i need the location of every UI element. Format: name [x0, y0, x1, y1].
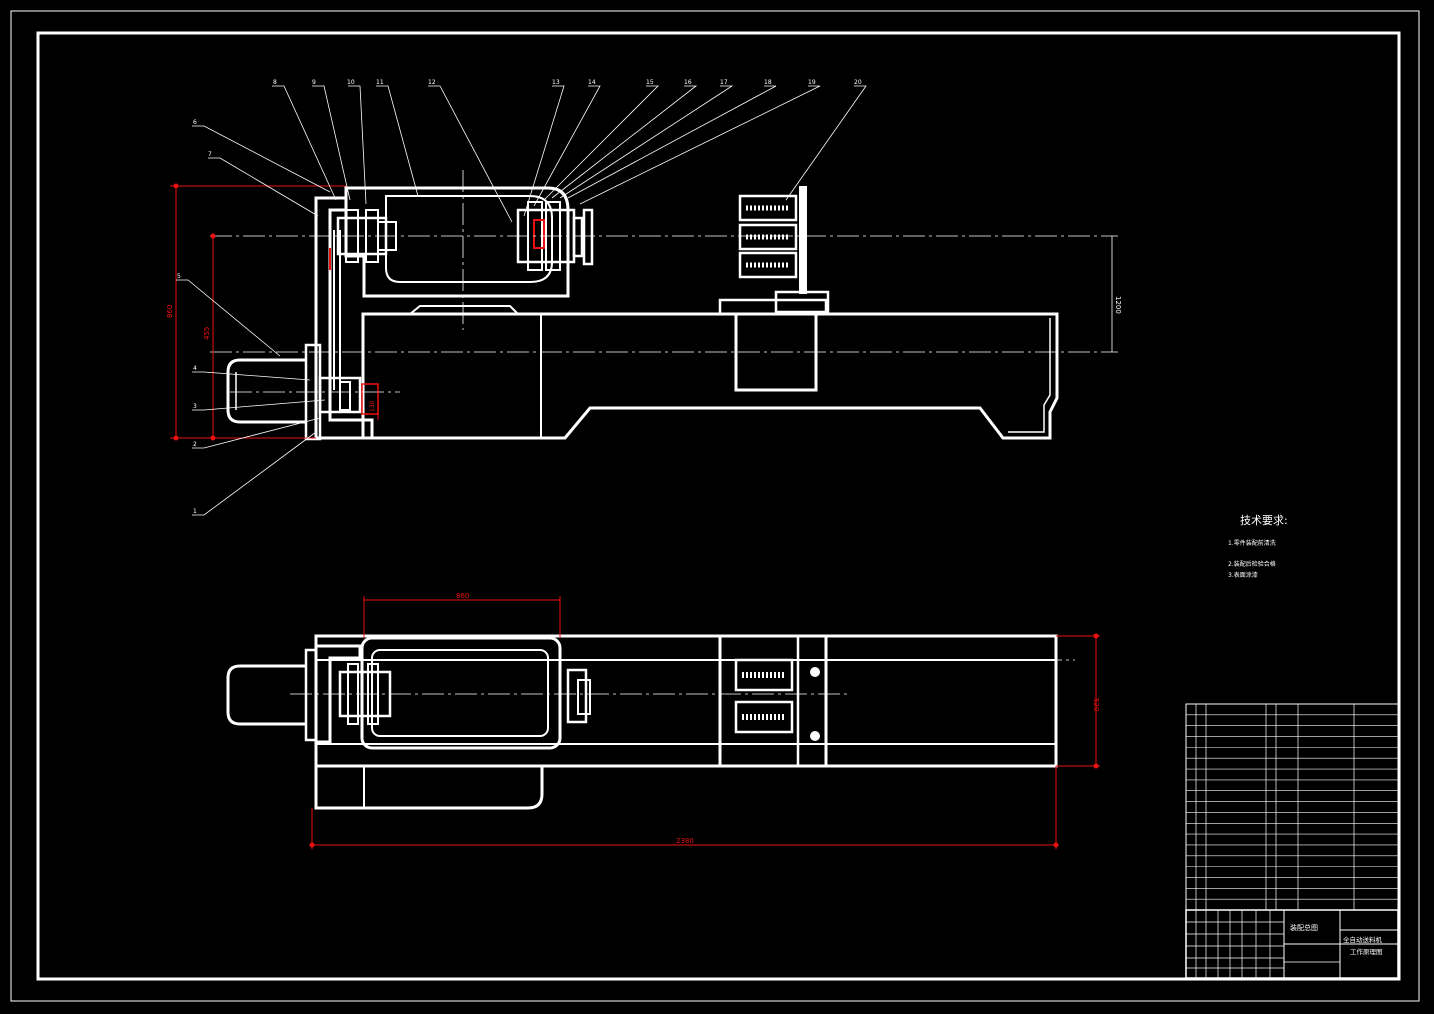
svg-text:860: 860: [456, 592, 469, 600]
svg-text:860: 860: [166, 305, 174, 318]
svg-text:8: 8: [273, 79, 277, 86]
title-block: 装配总图 全自动送料机 工作原理图: [1185, 909, 1399, 979]
svg-text:20: 20: [854, 79, 862, 86]
svg-text:2: 2: [193, 441, 197, 448]
svg-text:14: 14: [588, 79, 596, 86]
outer-border: [10, 10, 1420, 1002]
svg-text:19: 19: [808, 79, 816, 86]
svg-text:12: 12: [428, 79, 436, 86]
front-view: 1200 860 455 130: [166, 79, 1122, 516]
inner-frame: [36, 31, 1401, 981]
machine-bed: [361, 312, 1059, 440]
svg-text:520: 520: [1092, 698, 1100, 711]
top-dimensions: 860 2380 520: [309, 592, 1100, 849]
front-dimensions: 860 455 130: [166, 183, 379, 441]
gearbox-top: [360, 636, 562, 750]
svg-text:6: 6: [193, 119, 197, 126]
svg-text:2380: 2380: [676, 837, 694, 845]
carriage-top: [718, 634, 828, 768]
svg-text:130: 130: [369, 400, 376, 412]
tech-req-line-2: 2.装配后检验合格: [1228, 560, 1276, 568]
svg-text:5: 5: [177, 273, 181, 280]
parts-list: [1185, 703, 1399, 911]
svg-text:9: 9: [312, 79, 316, 86]
technical-requirements: 技术要求: 1.零件装配前清洗 2.装配后检验合格 3.表面涂漆: [1228, 514, 1288, 579]
svg-text:10: 10: [347, 79, 355, 86]
belt-housing: [314, 196, 374, 440]
svg-text:7: 7: [208, 151, 212, 158]
tech-req-title: 技术要求:: [1240, 514, 1288, 527]
svg-text:17: 17: [720, 79, 728, 86]
motor-top: [226, 664, 306, 726]
tech-req-line-1: 1.零件装配前清洗: [1228, 539, 1276, 547]
svg-text:18: 18: [764, 79, 772, 86]
svg-text:4: 4: [193, 365, 197, 372]
balloon-numbers: 1 2 3 4 5 6 7 8 9 10 11 12 13 14 15 16 1…: [177, 79, 862, 515]
svg-text:455: 455: [203, 327, 211, 340]
cutter-stack: [738, 194, 798, 279]
top-view: 860 2380 520: [226, 592, 1100, 849]
svg-text:11: 11: [376, 79, 384, 86]
svg-text:13: 13: [552, 79, 560, 86]
product-name: 全自动送料机: [1343, 935, 1383, 944]
svg-text:3: 3: [193, 403, 197, 410]
svg-text:1: 1: [193, 508, 197, 515]
gearbox-housing: [344, 186, 570, 298]
drawing-name: 装配总图: [1290, 923, 1318, 932]
svg-text:15: 15: [646, 79, 654, 86]
tech-req-line-3: 3.表面涂漆: [1228, 571, 1258, 579]
motor-body: [226, 358, 306, 424]
balloon-leaders: [176, 85, 867, 516]
product-sub: 工作原理图: [1350, 947, 1383, 956]
tool-column: [799, 186, 807, 294]
svg-text:16: 16: [684, 79, 692, 86]
dim-pitch-a: 1200: [1114, 296, 1122, 314]
